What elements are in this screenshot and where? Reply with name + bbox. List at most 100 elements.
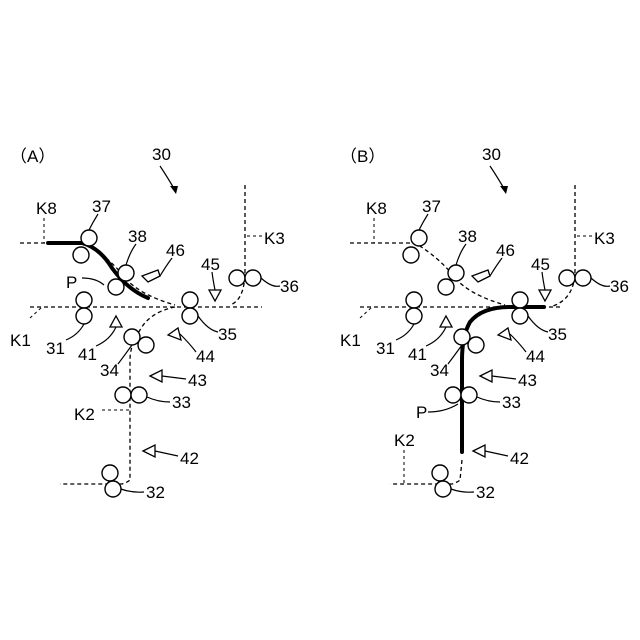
panel-b-label-k1: K1 (340, 331, 361, 350)
panel-a-roller-31a (76, 292, 92, 308)
panel-b-roller-33a (445, 387, 461, 403)
panel-a-lead-45 (212, 272, 215, 290)
panel-a-lead-34 (118, 345, 132, 364)
panel-b-lead-p (428, 404, 458, 412)
panel-b-lead-46 (490, 258, 502, 276)
panel-a-lead-43 (162, 376, 186, 379)
panel-a-roller-37b (73, 247, 89, 263)
panel-a-roller-37a (81, 230, 97, 246)
panel-b-flapper-46 (472, 270, 490, 282)
panel-b-label-46: 46 (496, 241, 515, 260)
panel-b-roller-32a (432, 465, 448, 481)
panel-b-flapper-41 (440, 316, 452, 327)
panel-b-label-k8: K8 (366, 199, 387, 218)
panel-b-label-k2: K2 (394, 431, 415, 450)
panel-b-label-44: 44 (526, 347, 545, 366)
panel-a-roller-35a (182, 292, 198, 308)
panel-a-roller-33a (115, 387, 131, 403)
panel-a-label-31: 31 (46, 339, 65, 358)
panel-a-label-33: 33 (172, 393, 191, 412)
panel-b-path-k3 (550, 185, 575, 307)
panel-a-label-38: 38 (128, 227, 147, 246)
panel-b-label-32: 32 (476, 483, 495, 502)
panel-b-flapper-45 (539, 290, 551, 301)
panel-a-flapper-42 (143, 445, 155, 457)
panel-b-roller-31a (406, 292, 422, 308)
panel-b-label-35: 35 (548, 325, 567, 344)
panel-a-flapper-46 (142, 270, 160, 282)
panel-b-lead-37 (419, 214, 428, 230)
panel-b-roller-37b (403, 247, 419, 263)
panel-a-roller-32b (105, 481, 121, 497)
panel-b-lead-36 (591, 278, 610, 286)
panel-a-lead-31 (66, 324, 84, 340)
panel-a-label-41: 41 (78, 345, 97, 364)
panel-b-flapper-43 (480, 370, 492, 382)
panel-a-roller-38b (108, 279, 124, 295)
panel-b-lead-32 (451, 489, 474, 492)
panel-b-label-36: 36 (610, 277, 629, 296)
panel-b-flapper-42 (473, 445, 485, 457)
panel-b-label-31: 31 (376, 339, 395, 358)
panel-a-device-arrowhead (170, 186, 178, 194)
panel-b-lead-45 (542, 272, 545, 290)
panel-b-label-41: 41 (408, 345, 427, 364)
panel-a-roller-38a (118, 265, 134, 281)
panel-a-label-k1: K1 (10, 331, 31, 350)
panel-a-flapper-43 (150, 370, 162, 382)
panel-a-roller-34a (124, 329, 140, 345)
panel-b-device-label: 30 (482, 145, 501, 164)
panel-b-label-k3: K3 (594, 229, 615, 248)
panel-b-lead-41 (426, 327, 446, 346)
panel-b-path-k2 (390, 460, 462, 484)
panel-b-flapper-44 (498, 328, 511, 340)
panel-b-label-33: 33 (502, 393, 521, 412)
panel-b-lead-34 (448, 345, 462, 364)
panel-b-label-34: 34 (430, 361, 449, 380)
panel-b-roller-38b (438, 279, 454, 295)
panel-a-lead-46 (160, 258, 172, 276)
panel-b-label-43: 43 (518, 371, 537, 390)
panel-b-roller-35a (512, 292, 528, 308)
panel-a-label-k8: K8 (36, 199, 57, 218)
panel-b-device-arrowhead (500, 186, 508, 194)
panel-a-label-k2: K2 (74, 405, 95, 424)
panel-b-roller-34a (454, 329, 470, 345)
panel-a-caption: （A） (10, 147, 55, 166)
panel-a-lead-38 (126, 244, 136, 265)
panel-a-lead-37 (89, 214, 98, 230)
panel-a-lead-41 (96, 327, 116, 346)
panel-a-label-34: 34 (100, 361, 119, 380)
panel-b-roller-32b (435, 481, 451, 497)
panel-b-label-45: 45 (531, 255, 550, 274)
panel-b-lead-35 (528, 316, 548, 332)
panel-a-roller-36a (229, 270, 245, 286)
panel-a-label-45: 45 (201, 255, 220, 274)
panel-b-roller-37a (411, 230, 427, 246)
panel-a-label-p: P (66, 273, 77, 292)
panel-a-roller-33b (131, 387, 147, 403)
panel-a-roller-34b (138, 337, 154, 353)
panel-b: （B） 30 (340, 145, 629, 502)
panel-a-device-label: 30 (152, 145, 171, 164)
panel-a-roller-31b (76, 308, 92, 324)
panel-a-label-44: 44 (196, 347, 215, 366)
panel-b-label-p: P (416, 403, 427, 422)
panel-b-roller-38a (448, 265, 464, 281)
panel-a-flapper-45 (209, 290, 221, 301)
panel-a-lead-36 (261, 278, 280, 286)
panel-a-lead-p (82, 278, 104, 285)
panel-a-roller-36b (245, 270, 261, 286)
panel-a-roller-35b (182, 308, 198, 324)
panel-a-label-k3: K3 (264, 229, 285, 248)
panel-a-lead-35 (198, 316, 218, 332)
panel-a-label-42: 42 (180, 449, 199, 468)
panel-a: （A） 30 (10, 145, 299, 502)
panel-b-lead-43 (492, 376, 516, 379)
panel-a-flapper-44 (168, 328, 181, 340)
panel-a-roller-32a (102, 465, 118, 481)
panel-a-label-43: 43 (188, 371, 207, 390)
panel-b-caption: （B） (340, 147, 385, 166)
panel-b-lead-33 (477, 397, 500, 402)
